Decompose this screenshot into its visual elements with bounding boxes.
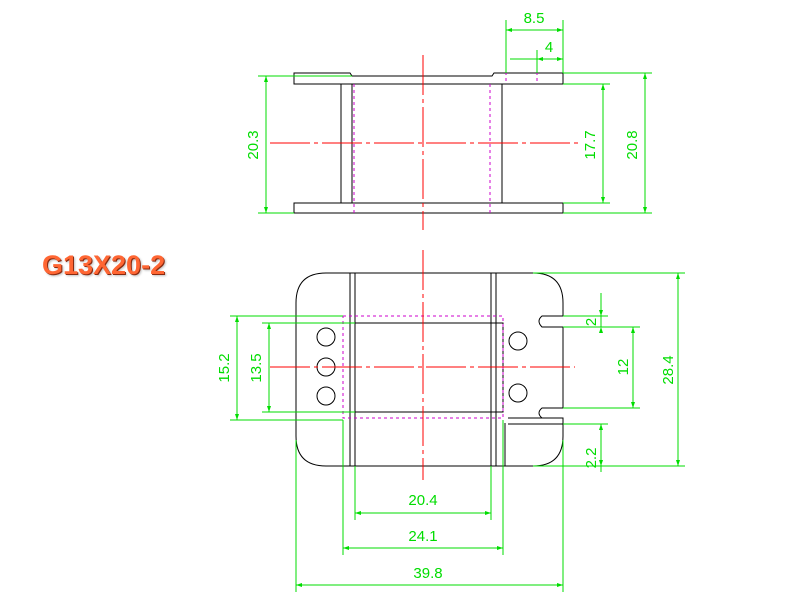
pin-hole bbox=[316, 386, 336, 406]
dim-left-inner: 13.5 bbox=[248, 353, 265, 382]
top-view bbox=[270, 55, 580, 230]
dim-flange-width: 24.1 bbox=[408, 528, 437, 545]
top-view-dimensions bbox=[258, 20, 652, 214]
dim-height-inner: 17.7 bbox=[582, 130, 599, 159]
bottom-view bbox=[270, 250, 575, 480]
dim-core-width: 20.4 bbox=[408, 492, 437, 509]
pin-hole bbox=[508, 331, 528, 351]
dim-total-height: 28.4 bbox=[660, 355, 677, 384]
dim-width-outer: 8.5 bbox=[524, 10, 545, 27]
dim-left-outer: 15.2 bbox=[216, 353, 233, 382]
dim-slot-pitch: 12 bbox=[615, 359, 632, 376]
bottom-view-dimensions bbox=[230, 272, 685, 592]
pin-hole bbox=[508, 383, 528, 403]
top-flange bbox=[293, 72, 564, 85]
bottom-flange bbox=[293, 202, 564, 214]
part-label: G13X20-2 bbox=[42, 250, 166, 280]
dim-bottom-offset: 2.2 bbox=[583, 448, 600, 469]
pin-hole bbox=[316, 327, 336, 347]
dim-height-outer: 20.8 bbox=[624, 130, 641, 159]
bobbin-outline bbox=[295, 272, 564, 467]
pin-slot-lower bbox=[508, 417, 563, 425]
dim-total-width: 39.8 bbox=[413, 565, 442, 582]
dim-slot-width: 2 bbox=[583, 318, 600, 326]
dim-width-inner: 4 bbox=[545, 39, 553, 56]
dim-height-left: 20.3 bbox=[245, 130, 262, 159]
